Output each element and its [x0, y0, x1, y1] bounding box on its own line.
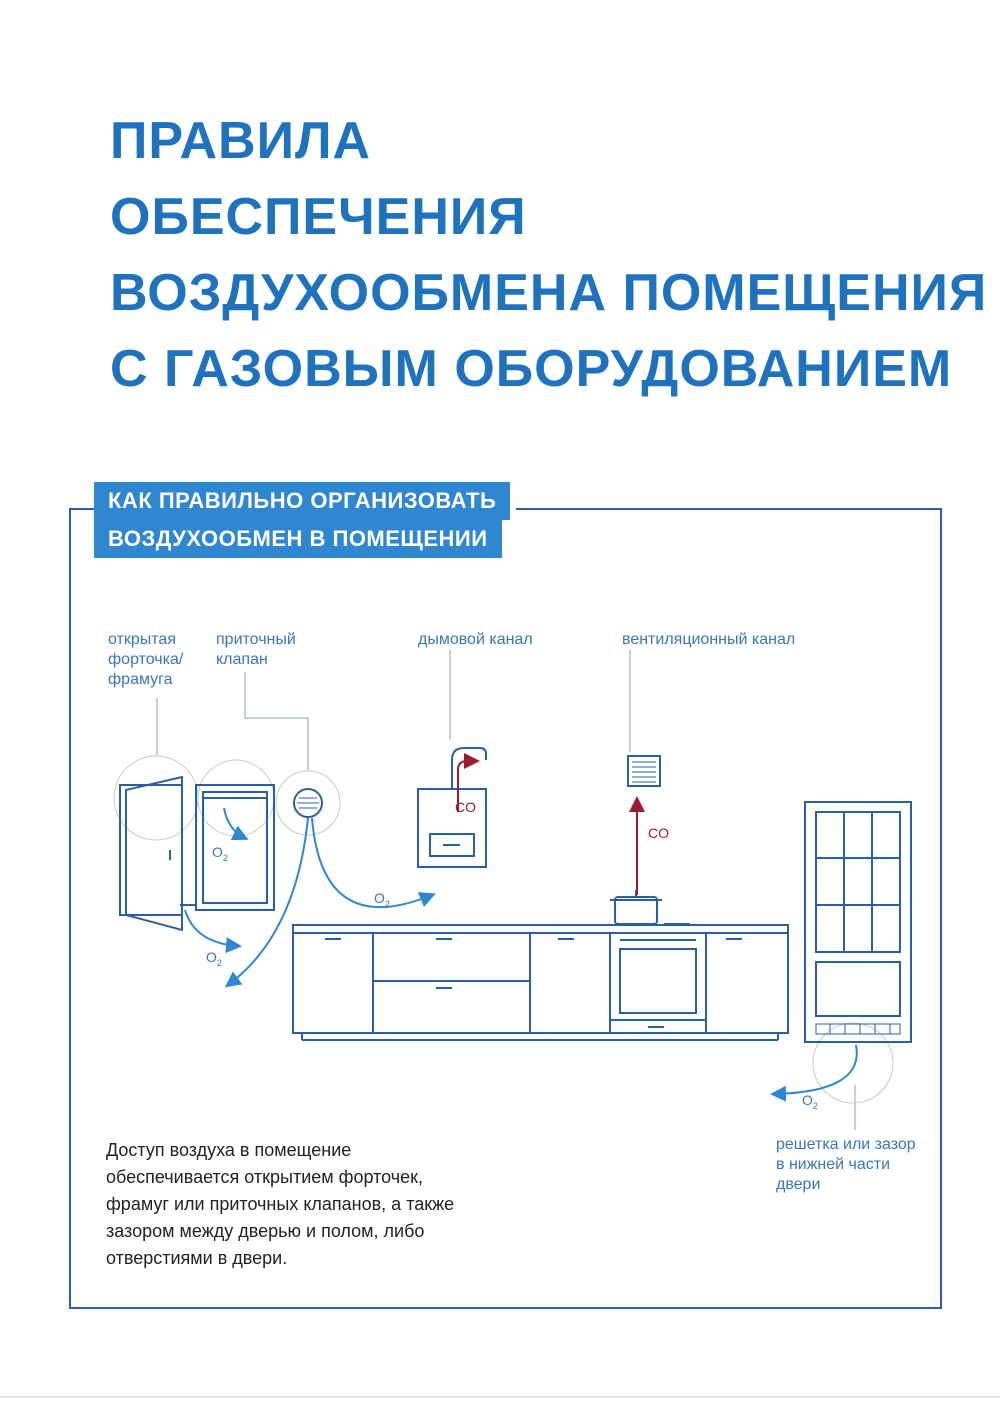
leader-supply-valve [244, 672, 309, 770]
label-open-window-3: фрамуга [108, 671, 173, 688]
gas-boiler [417, 747, 487, 868]
description-line-1: Доступ воздуха в помещение [106, 1140, 352, 1160]
window [119, 775, 275, 932]
title-line-2: ОБЕСПЕЧЕНИЯ [110, 188, 527, 246]
label-supply-valve: приточный клапан [216, 630, 296, 670]
o2-label-room: O2 [374, 890, 390, 909]
label-open-window: открытая форточка/ фрамуга [108, 630, 183, 690]
cooking-pot [610, 890, 690, 925]
description-line-4: зазором между дверью и полом, либо [106, 1221, 425, 1241]
description-line-2: обеспечивается открытием форточек, [106, 1167, 424, 1187]
title-line-4: С ГАЗОВЫМ ОБОРУДОВАНИЕМ [110, 340, 953, 398]
supply-valve [293, 788, 323, 818]
airflow-arrow-valve-room [311, 817, 436, 909]
co-label-stove: CO [648, 825, 669, 841]
o2-label-window-upper: O2 [212, 844, 228, 863]
description-line-5: отверстиями в двери. [106, 1248, 288, 1268]
highlight-valve-circle [275, 770, 341, 836]
title-line-3: ВОЗДУХООБМЕНА ПОМЕЩЕНИЯ [110, 264, 988, 322]
glazed-door [804, 801, 912, 1043]
page-title: ПРАВИЛА ОБЕСПЕЧЕНИЯ ВОЗДУХООБМЕНА ПОМЕЩЕ… [110, 103, 987, 407]
highlight-grille-circle [812, 1022, 894, 1104]
label-supply-valve-1: приточный [216, 631, 296, 648]
airflow-arrow-window-upper [223, 807, 249, 841]
o2-label-door: O2 [802, 1092, 818, 1111]
page-bottom-divider [0, 1396, 1000, 1398]
section-heading-line-2: ВОЗДУХООБМЕН В ПОМЕЩЕНИИ [94, 520, 502, 558]
label-ventilation-channel: вентиляционный канал [622, 631, 796, 648]
title-line-1: ПРАВИЛА [110, 112, 372, 170]
label-door-grille-1: решетка или зазор [776, 1136, 916, 1153]
label-flue-channel: дымовой канал [418, 631, 533, 648]
section-heading-line-1: КАК ПРАВИЛЬНО ОРГАНИЗОВАТЬ [94, 482, 511, 520]
label-open-window-2: форточка/ [108, 651, 184, 668]
label-door-grille-2: в нижней части [776, 1156, 891, 1173]
ventilation-grille [627, 755, 661, 787]
co-label-boiler: CO [455, 799, 476, 815]
section-heading: КАК ПРАВИЛЬНО ОРГАНИЗОВАТЬ ВОЗДУХООБМЕН … [94, 482, 517, 558]
airflow-arrow-door [770, 1044, 858, 1102]
description-line-3: фрамуг или приточных клапанов, а также [106, 1194, 455, 1214]
label-door-grille-3: двери [776, 1176, 821, 1193]
label-door-grille: решетка или зазор в нижней части двери [776, 1135, 916, 1195]
description-text: Доступ воздуха в помещение обеспечиваетс… [106, 1137, 506, 1272]
airflow-arrow-valve-down [224, 817, 309, 988]
airflow-arrow-window-lower [184, 909, 242, 954]
o2-label-window-lower: O2 [206, 949, 222, 968]
co-arrow-boiler [457, 753, 480, 812]
label-open-window-1: открытая [108, 631, 176, 648]
label-supply-valve-2: клапан [216, 651, 268, 668]
kitchen-counter [292, 924, 789, 1041]
